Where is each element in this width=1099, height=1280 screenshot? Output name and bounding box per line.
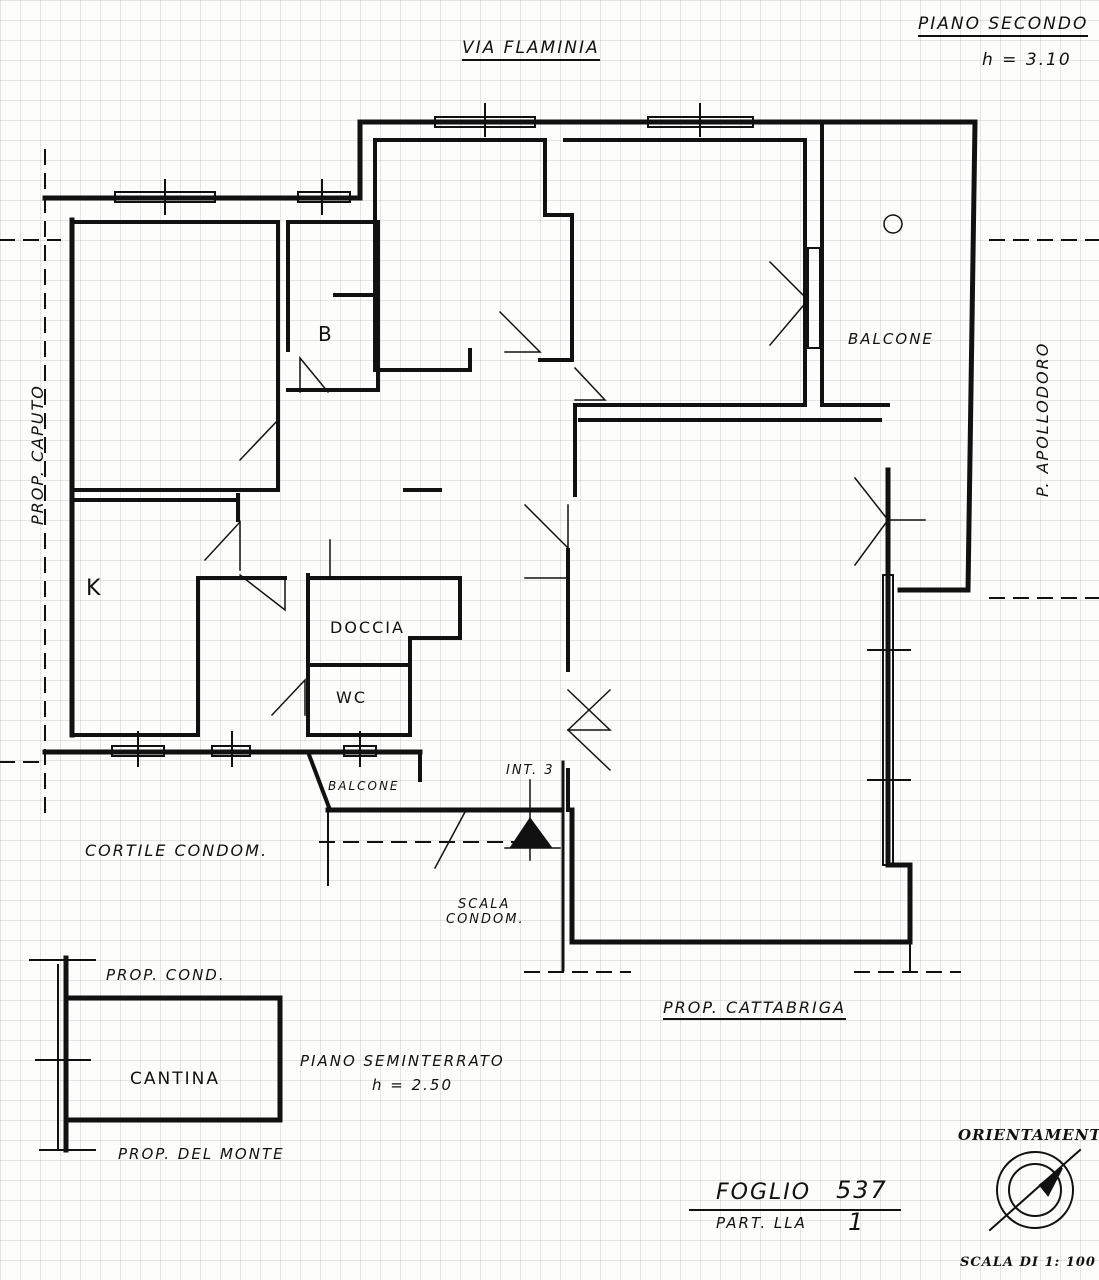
floor-label: PIANO SECONDO	[918, 16, 1089, 37]
floor-height-label: h = 3.10	[982, 50, 1072, 70]
neighbor-west-label: PROP. CAPUTO	[28, 384, 47, 525]
yard-label: CORTILE CONDOM.	[85, 841, 269, 860]
street-label: VIA FLAMINIA	[462, 40, 600, 61]
unit-number-label: INT. 3	[506, 763, 555, 778]
orientation-label: ORIENTAMENTO	[958, 1126, 1099, 1144]
stair-arrow	[509, 817, 553, 849]
door-swings	[203, 260, 926, 870]
parcel-label: PART. LLA	[716, 1214, 807, 1232]
room-kitchen-label: K	[86, 576, 103, 601]
parcel-value: 1	[848, 1208, 866, 1236]
cellar-north-label: PROP. COND.	[106, 966, 226, 984]
cellar-walls	[63, 955, 283, 1153]
cellar-room-label: CANTINA	[130, 1069, 220, 1089]
sheet-value: 537	[836, 1176, 888, 1204]
room-bath-label: B	[318, 322, 334, 346]
compass-icon	[988, 1148, 1082, 1232]
balcony-east-label: BALCONE	[848, 330, 934, 348]
boundary-lines	[0, 149, 1099, 973]
interior-walls	[70, 120, 890, 813]
neighbor-south-label: PROP. CATTABRIGA	[663, 1000, 847, 1020]
basement-height-label: h = 2.50	[372, 1076, 454, 1094]
stair-label-line2: CONDOM.	[446, 912, 525, 927]
cellar-south-label: PROP. DEL MONTE	[118, 1145, 285, 1163]
room-shower-label: DOCCIA	[330, 618, 405, 637]
stair-label-line1: SCALA	[458, 897, 511, 912]
scale-label: SCALA DI 1: 100	[960, 1255, 1096, 1270]
exterior-walls	[42, 119, 978, 945]
cellar-marks	[29, 959, 96, 1151]
windows	[111, 103, 911, 866]
balcony-south-label: BALCONE	[328, 779, 400, 793]
sheet-label: FOGLIO	[716, 1180, 812, 1205]
basement-level-label: PIANO SEMINTERRATO	[300, 1052, 505, 1070]
neighbor-east-label: P. APOLLODORO	[1033, 341, 1052, 497]
room-wc-label: WC	[336, 688, 367, 707]
